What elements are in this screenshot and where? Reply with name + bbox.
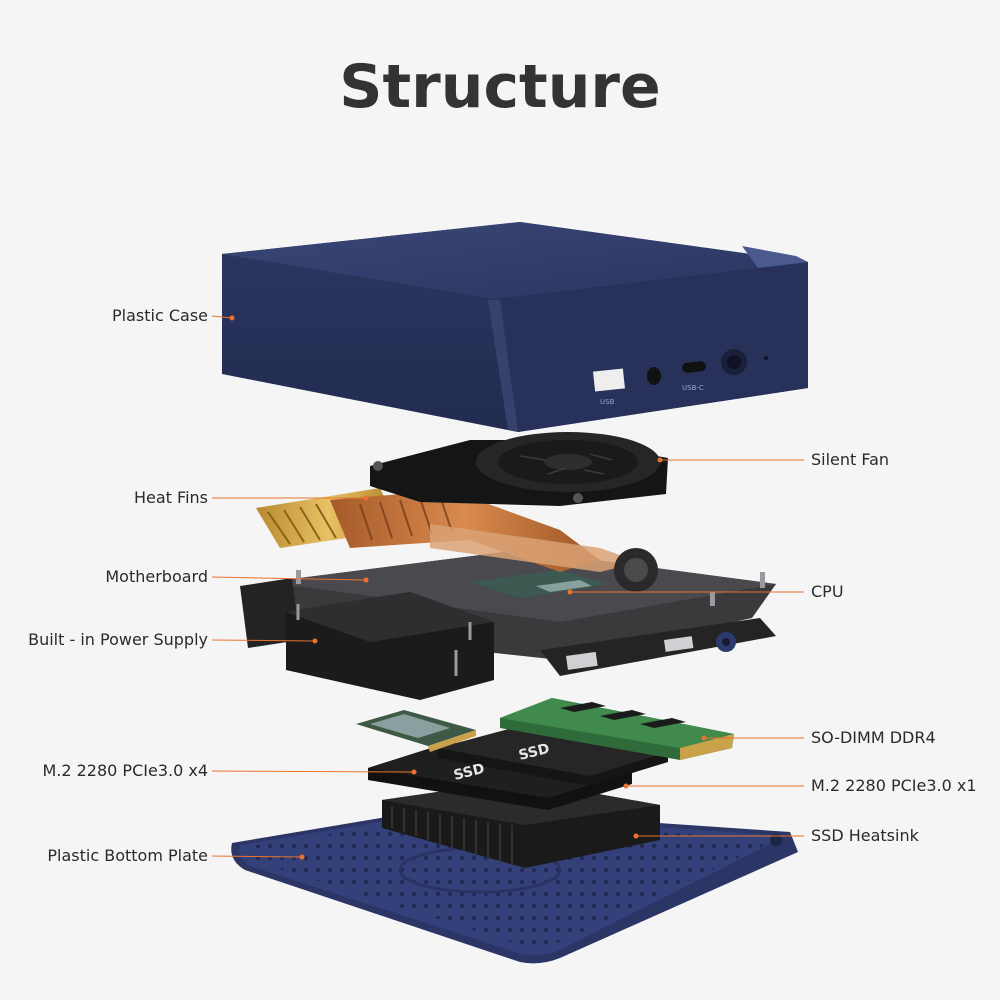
- m2-small-card: [356, 710, 476, 752]
- label-plastic-case: Plastic Case: [112, 306, 208, 325]
- label-m2-x4: M.2 2280 PCIe3.0 x4: [42, 761, 208, 780]
- leader-dots: [229, 315, 707, 860]
- blower-fan: [370, 432, 668, 506]
- usbc-port-label: USB-C: [682, 384, 704, 392]
- usb-port: [593, 368, 625, 392]
- label-m2-x1: M.2 2280 PCIe3.0 x1: [811, 776, 977, 795]
- power-supply-unit: [240, 578, 494, 700]
- label-silent-fan: Silent Fan: [811, 450, 890, 469]
- label-power-supply: Built - in Power Supply: [28, 630, 208, 649]
- usb-port-label: USB: [600, 398, 615, 406]
- label-motherboard: Motherboard: [105, 567, 208, 586]
- ssd-text-1: SSD: [452, 761, 486, 784]
- ssd-text-2: SSD: [517, 741, 551, 764]
- label-heat-fins: Heat Fins: [134, 488, 208, 507]
- label-so-dimm: SO-DIMM DDR4: [811, 728, 936, 747]
- heat-fins-assembly: [256, 488, 658, 592]
- page-title: Structure: [339, 52, 661, 122]
- leader-lines: [211, 315, 804, 858]
- label-ssd-heatsink: SSD Heatsink: [811, 826, 919, 845]
- usb-c-port: [682, 361, 706, 373]
- label-bottom-plate: Plastic Bottom Plate: [47, 846, 208, 865]
- label-cpu: CPU: [811, 582, 844, 601]
- plastic-case: [222, 222, 808, 432]
- audio-jack: [647, 367, 661, 385]
- so-dimm-module: [500, 698, 734, 760]
- bottom-plate: [231, 808, 798, 964]
- ssd-modules: [368, 726, 668, 810]
